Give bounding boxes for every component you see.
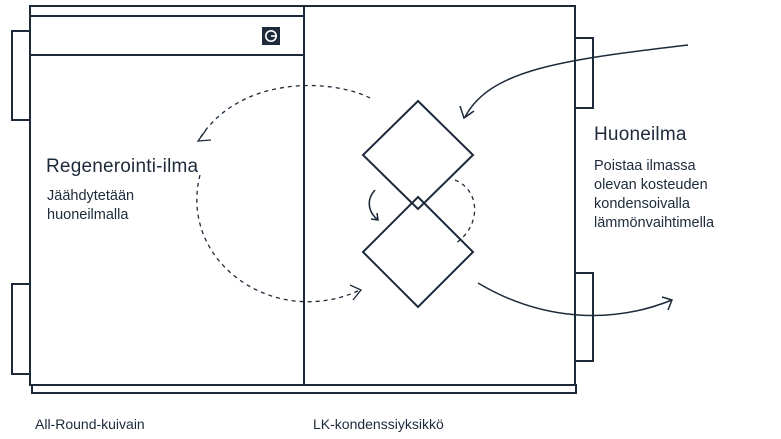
room-air-inlet-arrow [464,44,689,118]
arrowhead-bottom [349,284,363,301]
room-air-desc-1: Poistaa ilmassa [594,158,696,174]
all-round-dryer-caption: All-Round-kuivain [35,416,145,432]
left-tab-bottom [11,283,31,375]
regeneration-air-desc-1: Jäähdytetään [47,188,135,204]
regeneration-airflow-top [199,84,371,139]
unit-base [31,384,577,394]
room-air-desc-3: kondensoivalla [594,196,690,212]
regeneration-airflow-right [454,179,476,244]
room-air-outlet-arrow [477,282,673,317]
room-air-inlet-arrowhead [459,105,475,120]
heat-exchanger-bottom [361,195,475,309]
brand-logo-icon [262,27,280,45]
left-tab-top [11,30,31,121]
room-air-title: Huoneilma [594,124,687,145]
heat-exchanger-top [361,99,475,211]
arrowhead-top-left [196,129,212,142]
room-air-desc-4: lämmönvaihtimella [594,215,715,231]
room-air-desc-2: olevan kosteuden [594,177,708,193]
lk-condensation-unit-caption: LK-kondenssiyksikkö [313,416,444,432]
regeneration-airflow-bottom [196,174,361,303]
room-air-outlet-arrowhead [661,296,674,311]
regeneration-air-title: Regenerointi-ilma [46,156,199,177]
regeneration-air-desc-2: huoneilmalla [47,207,129,223]
right-tab-top [574,37,594,109]
condensation-curl-arrowhead [370,212,379,221]
condensation-curl [368,189,379,221]
unit-body [29,5,576,386]
right-tab-bottom [574,272,594,362]
